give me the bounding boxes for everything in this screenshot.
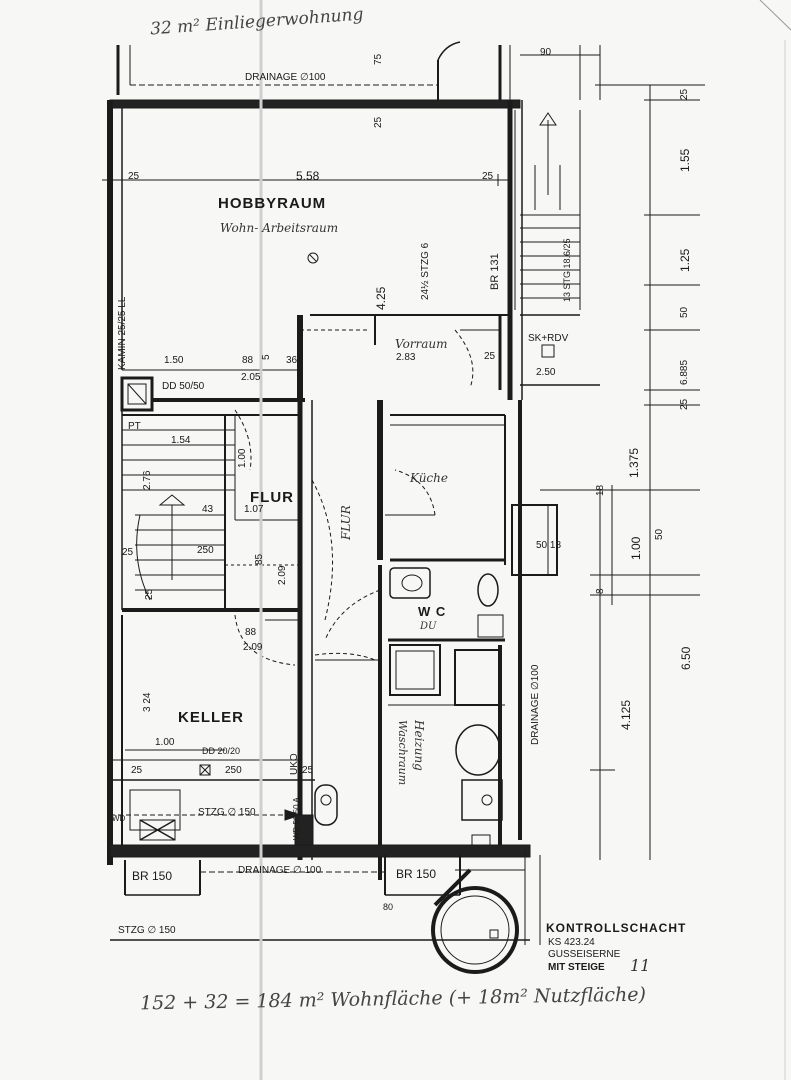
dim-425: 4.25 xyxy=(374,286,388,310)
kamin-label: KAMIN 25/25 LL xyxy=(117,296,128,370)
dim-50-18: 50 18 xyxy=(536,540,562,551)
dim-25-a: 25 xyxy=(373,116,384,128)
dim-250: 2.50 xyxy=(536,367,556,378)
dim-wd: WD 50/50 A. xyxy=(292,795,301,840)
dim-25-h: 25 xyxy=(302,765,314,776)
rdim-4125: 4.125 xyxy=(619,699,633,730)
rdim-650: 6.50 xyxy=(679,646,693,670)
dd-keller-label: DD 20/20 xyxy=(202,746,241,756)
room-hobbyraum-sub: Wohn- Arbeitsraum xyxy=(220,221,339,235)
rdim-155: 1.55 xyxy=(678,148,692,172)
dim-205: 2.05 xyxy=(241,372,261,383)
dim-88: 88 xyxy=(242,355,254,366)
kontroll-number: 11 xyxy=(630,956,651,975)
dim-88-b: 88 xyxy=(245,627,257,638)
sk-rdv-label: SK+RDV xyxy=(528,333,569,344)
room-flur-left: FLUR xyxy=(250,489,294,506)
dd-top-label: DD 50/50 xyxy=(162,381,205,392)
stair-steps-label: 13 STG 18.6/25 xyxy=(562,238,572,302)
room-flur-mid: FLUR xyxy=(339,505,353,540)
dim-25-g: 25 xyxy=(131,765,143,776)
br-150-right-label: BR 150 xyxy=(396,867,437,881)
dim-100-a: 1.00 xyxy=(237,448,248,468)
dim-154: 1.54 xyxy=(171,435,191,446)
dim-558: 5.58 xyxy=(296,169,320,183)
dim-25-f: 25 xyxy=(144,588,155,600)
rdim-18: 18 xyxy=(595,484,606,496)
dim-150: 1.50 xyxy=(164,355,184,366)
dim-75: 75 xyxy=(373,53,384,65)
room-wc: W C xyxy=(418,604,447,619)
rdim-25-b: 25 xyxy=(679,398,690,410)
rdim-25-a: 25 xyxy=(679,88,690,100)
rdim-1375: 1.375 xyxy=(627,447,641,478)
rdim-50-b: 50 xyxy=(654,528,665,540)
rdim-100: 1.00 xyxy=(629,536,643,560)
br-150-left-label: BR 150 xyxy=(132,869,173,883)
dim-209-b: 2.09 xyxy=(243,642,263,653)
dim-107: 1.07 xyxy=(244,504,264,515)
room-du: DU xyxy=(420,621,437,632)
room-hobbyraum: HOBBYRAUM xyxy=(218,195,327,212)
dim-209-a: 2.09 xyxy=(277,565,288,585)
stzg-wall-label: 24½ STZG 6 xyxy=(420,242,431,300)
dim-25-c: 25 xyxy=(482,171,494,182)
drainage-right-label: DRAINAGE ∅100 xyxy=(530,664,541,745)
room-heizung: Heizung xyxy=(412,720,426,771)
dim-90: 90 xyxy=(540,47,552,58)
dim-276: 2.76 xyxy=(142,470,153,490)
drainage-bottom-label: DRAINAGE ∅ 100 xyxy=(238,865,322,876)
dim-85: 85 xyxy=(254,553,265,565)
rdim-125: 1.25 xyxy=(678,248,692,272)
rdim-6885: 6.885 xyxy=(679,359,690,385)
drainage-top-label: DRAINAGE ∅100 xyxy=(245,72,326,83)
kontroll-material: GUSSEISERNE xyxy=(548,949,621,960)
dim-250-b: 250 xyxy=(197,545,214,556)
dim-100-b: 1.00 xyxy=(155,737,175,748)
dim-uko: UKO xyxy=(289,753,300,775)
kontroll-steige: MIT STEIGE xyxy=(548,962,605,973)
dim-25-e: 25 xyxy=(122,547,134,558)
rdim-50: 50 xyxy=(679,306,690,318)
dim-250-c: 250 xyxy=(225,765,242,776)
dim-283: 2.83 xyxy=(396,352,416,363)
dim-wd2: WD xyxy=(112,814,126,823)
dim-25-d: 25 xyxy=(484,351,496,362)
stzg-outer-label: STZG ∅ 150 xyxy=(118,925,176,936)
br-131-label: BR 131 xyxy=(489,253,501,290)
dim-36: 36 xyxy=(286,355,298,366)
kontroll-ks: KS 423.24 xyxy=(548,937,595,948)
dim-43: 43 xyxy=(202,504,214,515)
kontroll-title: KONTROLLSCHACHT xyxy=(546,921,687,935)
room-keller: KELLER xyxy=(178,709,244,726)
room-vorraum: Vorraum xyxy=(395,337,448,351)
stzg-inner-label: STZG ∅ 150 xyxy=(198,807,256,818)
dim-5: 5 xyxy=(261,354,272,360)
dim-324: 3 24 xyxy=(142,692,153,712)
room-waschraum: Waschraum xyxy=(396,720,409,786)
dim-80: 80 xyxy=(383,902,394,912)
room-kueche: Küche xyxy=(410,471,448,485)
dim-25-b: 25 xyxy=(128,171,140,182)
rdim-8: 8 xyxy=(595,588,606,594)
pt-label: PT xyxy=(128,421,141,432)
